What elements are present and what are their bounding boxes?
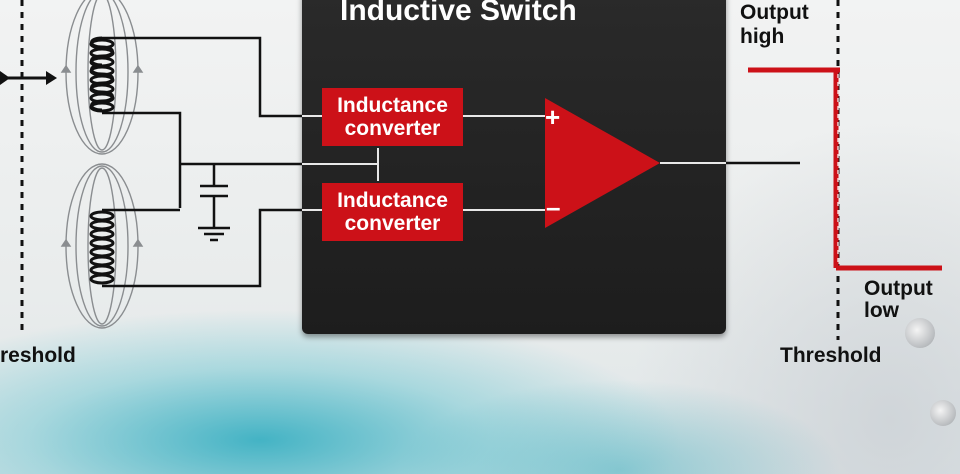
output-low-label-line1: Output <box>864 277 933 300</box>
converter-top-line2: converter <box>344 117 441 140</box>
inductance-converter-bottom: Inductance converter <box>322 183 463 241</box>
converter-bottom-line1: Inductance <box>337 189 448 212</box>
output-high-label-line2: high <box>740 25 785 48</box>
threshold-label-right: Threshold <box>780 344 882 367</box>
coil-icon <box>89 36 115 113</box>
double-arrow-icon <box>0 71 57 85</box>
inductance-converter-top: Inductance converter <box>322 88 463 146</box>
coil-icon <box>89 210 115 285</box>
chip-wires <box>302 115 726 211</box>
capacitor-icon <box>200 184 228 198</box>
wires <box>102 36 302 288</box>
output-low-label-line2: low <box>864 299 899 322</box>
comparator-icon <box>545 98 660 228</box>
ground-icon <box>198 226 230 242</box>
bolt-decoration <box>905 318 935 348</box>
output-high-label-line1: Output <box>740 1 809 24</box>
converter-bottom-line2: converter <box>344 212 441 235</box>
comparator-minus-sign: – <box>546 192 561 222</box>
comparator-plus-sign: + <box>545 102 561 132</box>
converter-top-line1: Inductance <box>337 94 448 117</box>
threshold-label-left: reshold <box>0 344 76 367</box>
bolt-decoration <box>930 400 956 426</box>
chip-title: Inductive Switch <box>340 0 577 27</box>
chip-body <box>302 0 726 334</box>
output-step-line <box>748 67 942 271</box>
field-lines-icon <box>60 0 144 329</box>
